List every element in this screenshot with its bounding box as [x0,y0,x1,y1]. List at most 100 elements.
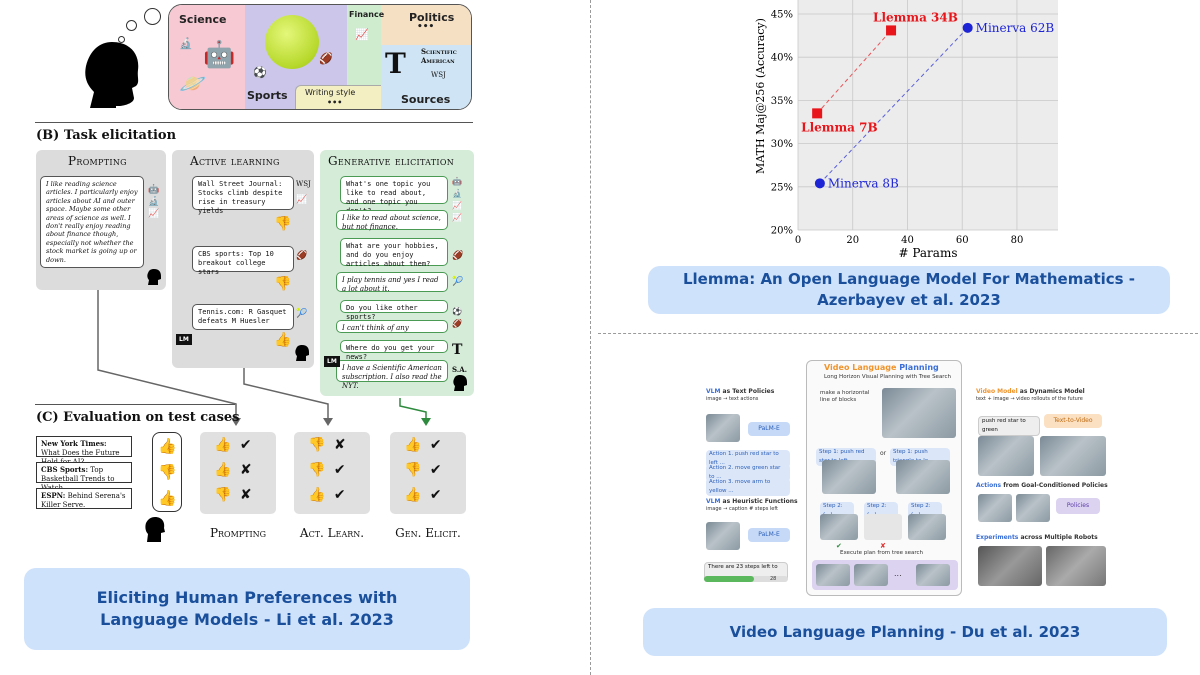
video-model-sub: text + image → video rollouts of the fut… [976,396,1083,402]
result-row: 👍 ✔ [404,437,444,453]
topic-sources: Sources [401,93,451,106]
result-prompting: 👍 ✔ 👍 ✘ 👎 ✘ [200,432,276,514]
topics-box: Science Sports Finance Politics ••• Sour… [168,4,472,110]
topic-sports: Sports [247,89,288,102]
result-row: 👎 ✘ [214,487,254,503]
scene-image [706,414,740,442]
execution-frame [916,564,950,586]
series-lines [816,27,969,184]
vlp-figure: Video Language Planning Long Horizon Vis… [700,358,1200,596]
x-tick-label: 40 [901,235,914,246]
test-case-1: New York Times: What Does the Future Hol… [36,436,132,466]
thought-bubble-medium [126,20,137,31]
politics-more: ••• [417,22,435,32]
soccer-ball-icon: ⚽ [253,66,267,79]
minerva-point [814,178,825,189]
microscope-icon: 🔬 [148,197,160,207]
chart-icon: 📈 [296,195,308,205]
palm-e-badge: PaLM-E [748,528,790,542]
chart-icon: 📈 [355,28,369,41]
prompting-title: Prompting [68,154,127,168]
point-label: Minerva 62B [976,21,1055,35]
active-query-1: Wall Street Journal: Stocks climb despit… [192,176,294,215]
gen-a3: I can't think of any [336,320,448,333]
robot-icon: 🤖 [452,177,462,186]
action-3: Action 3. move arm to yellow ... [706,478,790,496]
thought-bubble-large [144,8,161,25]
x-tick-label: 80 [1011,235,1024,246]
chart-icon: 📈 [452,213,462,222]
result-label-active: Act. Learn. [299,526,365,540]
result-label-prompting: Prompting [209,526,267,540]
generative-title: Generative elicitation [328,154,455,168]
test-case-3: ESPN: Behind Serena's Killer Serve. [36,488,132,509]
gen-q3: Do you like other sports? [340,300,448,321]
robot-photo [1046,546,1106,586]
policies-badge: Policies [1056,498,1100,514]
robot-icon: 🤖 [203,40,236,70]
experiments-title: Experiments across Multiple Robots [976,534,1098,541]
active-learning-title: Active learning [190,154,280,168]
policy-frame [1016,494,1050,522]
palm-e-badge: PaLM-E [748,422,790,436]
topic-science: Science [179,13,227,26]
steps-progress-bar [704,576,788,582]
lm-badge: LM [324,356,340,367]
action-1: Action 1. push red star to left ... [706,450,790,468]
push-command: push red star to green [978,416,1040,436]
writing-more: ••• [327,98,343,107]
vlm-heuristic-title: VLM as Heuristic Functions [706,498,798,505]
horizontal-divider [598,333,1198,334]
video-frame [1040,436,1106,476]
active-query-3: Tennis.com: R Gasquet defeats M Huesler [192,304,294,330]
rollout-frame [908,514,946,540]
topic-finance: Finance [349,10,385,19]
task-elicitation-title: (B) Task elicitation [36,128,177,143]
vlp-title: Video Language Planning [824,363,939,372]
nyt-logo: T [385,47,406,80]
person-head-icon [453,375,467,391]
microscope-icon: 🔬 [452,189,462,198]
person-head-icon [85,42,139,108]
x-tick-label: 60 [956,235,969,246]
x-axis-label: # Params [899,246,958,260]
vlm-text-policies-title: VLM as Text Policies [706,388,775,395]
gen-a2: I play tennis and yes I read a lot about… [336,272,448,293]
thumbs-down-icon: 👎 [158,463,177,481]
result-generative: 👍 ✔ 👎 ✔ 👍 ✔ [390,432,466,514]
or-label: or [880,450,887,457]
y-tick-label: 40% [771,53,793,64]
text-to-video-badge: Text-to-Video [1044,414,1102,428]
chart-icon: 📈 [452,201,462,210]
action-2: Action 2. move green star to ... [706,464,790,482]
tennis-ball-icon: 🎾 [452,277,464,287]
series-line-minerva [819,27,969,184]
vlp-subtitle: Long Horizon Visual Planning with Tree S… [824,374,951,380]
test-case-2: CBS Sports: Top Basketball Trends to Wat… [36,462,132,492]
thumbs-down-icon: 👎 [274,276,292,292]
person-head-icon [295,345,309,361]
science-region [169,5,245,109]
soccer-ball-icon: ⚽ [452,307,462,316]
goal-scene-image [882,388,956,438]
vertical-divider [590,0,591,675]
execution-ellipsis: ... [894,569,902,578]
chart-grid [797,0,1058,231]
y-tick-label: 45% [771,10,793,21]
y-axis-label: MATH Maj@256 (Accuracy) [754,18,767,174]
topic-writing-style: Writing style [305,88,356,97]
evaluation-title: (C) Evaluation on test cases [36,410,240,425]
football-icon: 🏈 [452,319,462,328]
prompting-text: I like reading science articles. I parti… [40,176,144,268]
vlp-goal: make a horizontal line of blocks [820,390,870,403]
policy-frame [978,494,1012,522]
thumbs-up-icon: 👍 [274,332,292,348]
result-row: 👍 ✔ [308,487,348,503]
football-icon: 🏈 [296,251,308,261]
vlm-text-policies-sub: image → text actions [706,396,759,402]
series-line-llemma [816,30,892,114]
section-rule-c [35,404,235,405]
point-label: Llemma 7B [801,120,877,134]
tennis-ball-icon [265,15,319,69]
execution-frame [816,564,850,586]
